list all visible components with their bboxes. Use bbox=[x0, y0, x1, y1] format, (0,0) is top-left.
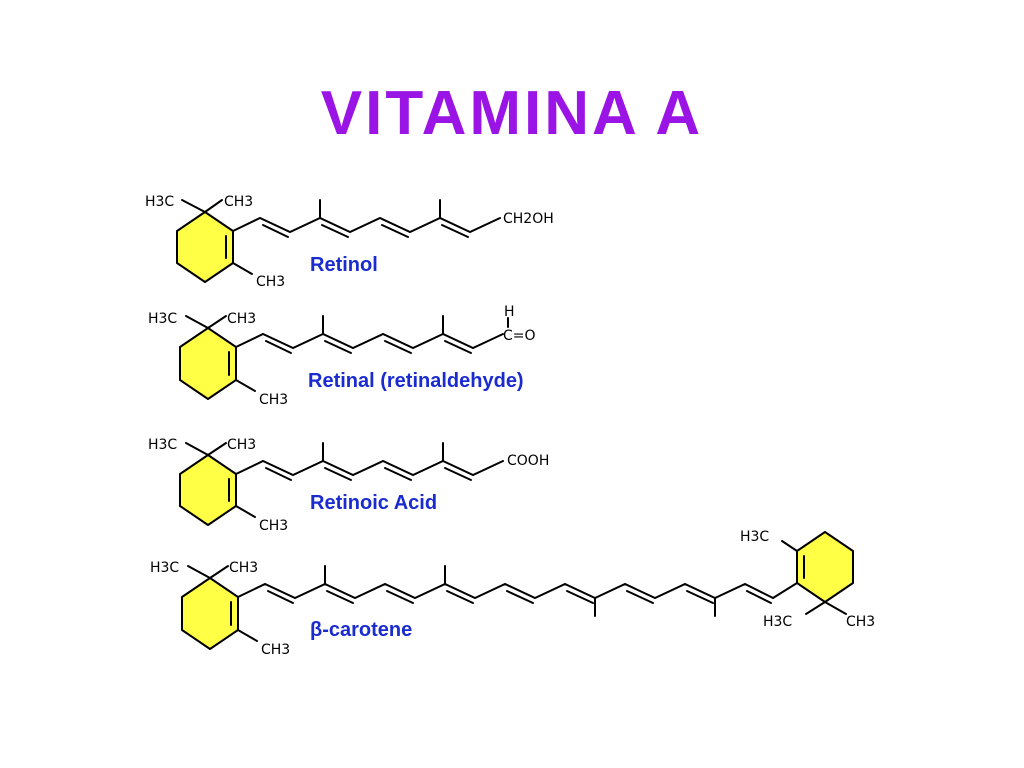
beta-carotene-structure: H3C CH3 CH3 H3C H3C CH3 β-carotene bbox=[150, 529, 875, 658]
slide-title: VITAMINA A bbox=[320, 79, 704, 148]
beta-carotene-h3c-label: H3C bbox=[150, 560, 179, 576]
retinal-h-label: H bbox=[504, 304, 515, 320]
retinoic-acid-h3c-label: H3C bbox=[148, 437, 177, 453]
retinoic-acid-cooh-label: COOH bbox=[507, 453, 549, 469]
retinoic-acid-name: Retinoic Acid bbox=[310, 492, 437, 514]
retinal-aldehyde-label: C=O bbox=[503, 328, 536, 344]
retinal-name: Retinal (retinaldehyde) bbox=[308, 370, 524, 392]
retinol-h3c-label: H3C bbox=[145, 194, 174, 210]
retinol-ch3-top-label: CH3 bbox=[224, 194, 253, 210]
retinoic-acid-ch3-ring-label: CH3 bbox=[259, 518, 288, 534]
retinal-cyclohexene-ring bbox=[179, 327, 237, 400]
retinol-ch2oh-label: CH2OH bbox=[503, 211, 554, 227]
beta-carotene-right-h3c-top-label: H3C bbox=[740, 529, 769, 545]
retinal-ch3-top-label: CH3 bbox=[227, 311, 256, 327]
retinol-structure: H3C CH3 CH3 CH2OH Retinol bbox=[145, 194, 554, 290]
retinal-ch3-ring-label: CH3 bbox=[259, 392, 288, 408]
retinoic-acid-cyclohexene-ring bbox=[179, 454, 237, 526]
retinoic-acid-ch3-top-label: CH3 bbox=[227, 437, 256, 453]
beta-carotene-ch3-ring-label: CH3 bbox=[261, 642, 290, 658]
beta-carotene-right-h3c-bottom-label: H3C bbox=[763, 614, 792, 630]
beta-carotene-right-ring bbox=[796, 531, 854, 603]
beta-carotene-left-ring bbox=[181, 577, 239, 650]
beta-carotene-name: β-carotene bbox=[310, 619, 412, 641]
retinol-name: Retinol bbox=[310, 254, 378, 276]
retinol-ch3-ring-label: CH3 bbox=[256, 274, 285, 290]
retinal-structure: H3C CH3 CH3 H C=O Retinal (retinaldehyde… bbox=[148, 304, 536, 408]
beta-carotene-ch3-top-label: CH3 bbox=[229, 560, 258, 576]
retinoic-acid-structure: H3C CH3 CH3 COOH Retinoic Acid bbox=[148, 437, 549, 534]
beta-carotene-right-ch3-bottom-label: CH3 bbox=[846, 614, 875, 630]
retinal-h3c-label: H3C bbox=[148, 311, 177, 327]
retinol-cyclohexene-ring bbox=[176, 211, 234, 283]
